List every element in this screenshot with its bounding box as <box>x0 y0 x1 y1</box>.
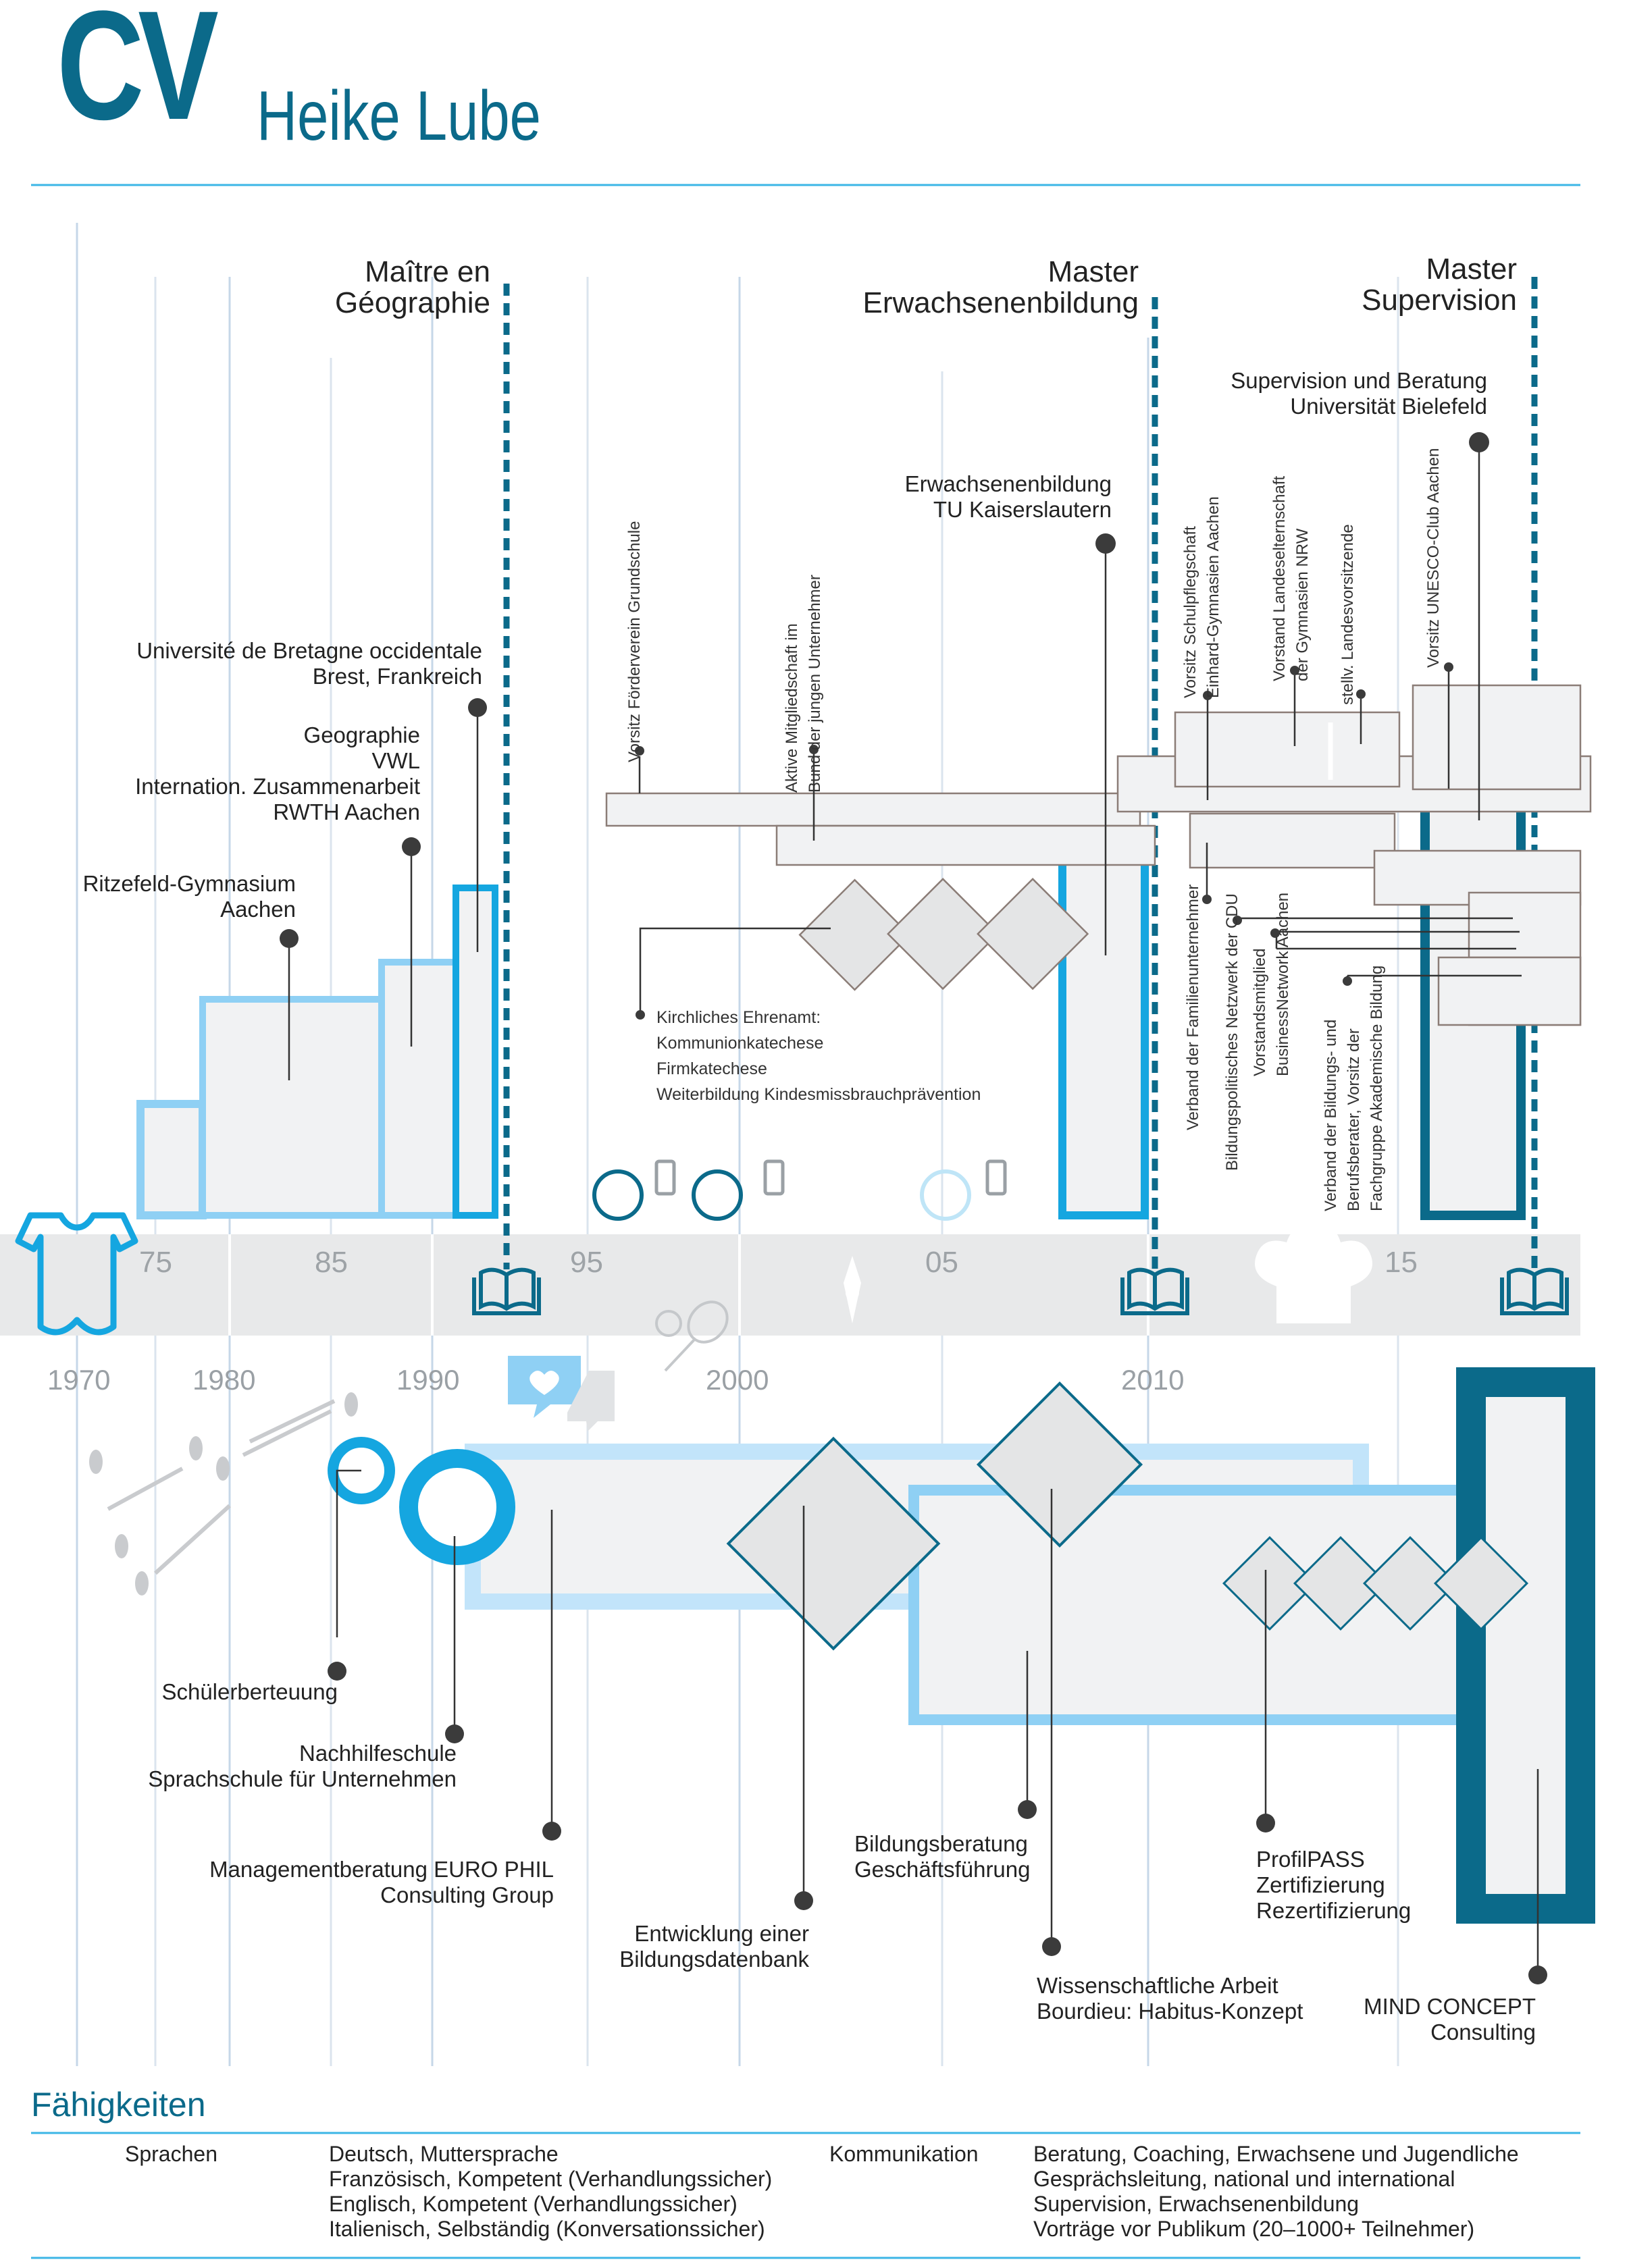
edu-gymnasium <box>199 996 385 1219</box>
vol-cdu: Bildungspolitisches Netzwerk der CDU <box>1223 893 1241 1171</box>
nachhilfe-circle <box>399 1449 515 1565</box>
datenbank-diamond <box>726 1436 941 1651</box>
footsteps-arrows <box>107 1399 336 1575</box>
volunteer-bars <box>605 684 1592 1026</box>
vol-schulpflegschaft-2: Einhard-Gymnasien Aachen <box>1204 496 1222 698</box>
ermine-icon <box>844 1256 861 1323</box>
vol-landesvorsitzende: stellv. Landesvorsitzende <box>1339 524 1357 705</box>
wiss-diamond <box>976 1381 1143 1548</box>
vol-schulpflegschaft-1: Vorsitz Schulpflegschaft <box>1181 526 1199 698</box>
vol-verband-3: Fachgruppe Akademische Bildung <box>1368 965 1386 1211</box>
skills-komm-list: Beratung, Coaching, Erwachsene und Jugen… <box>1033 2142 1519 2241</box>
leaders <box>288 442 1539 1975</box>
book-icon <box>472 1267 1569 1315</box>
person-name: Heike Lube <box>257 77 541 155</box>
skills-title: Fähigkeiten <box>31 2086 206 2124</box>
axis-year-1990: 1990 <box>396 1364 460 1396</box>
axis-year-2000: 2000 <box>706 1364 769 1396</box>
education-blocks <box>136 737 1526 1220</box>
onesie-icon <box>15 1212 138 1336</box>
vol-bju-1: Aktive Mitgliedschaft im <box>783 623 801 793</box>
cv-title: CV <box>57 0 219 152</box>
tennis-icon <box>655 1300 729 1372</box>
axis-year-2010: 2010 <box>1121 1364 1185 1396</box>
church-diamonds <box>798 878 1089 991</box>
label-schueler: Schülerberteuung <box>161 1679 338 1704</box>
work-mind <box>1456 1367 1595 1924</box>
edu-grundschule <box>136 1100 207 1219</box>
bottle-icon <box>654 1159 1007 1196</box>
vol-foerderverein: Vorsitz Förderverein Grundschule <box>625 521 644 763</box>
skills-sprachen-label: Sprachen <box>125 2142 217 2166</box>
axis-label-15: 15 <box>1385 1246 1418 1279</box>
leader-dots <box>280 432 1547 1984</box>
edu-tu <box>1058 843 1149 1219</box>
edu-bretagne <box>452 885 498 1219</box>
chef-hat-icon <box>1255 1223 1372 1323</box>
vol-landeselternschaft-1: Vorstand Landeselternschaft <box>1270 475 1289 681</box>
footsteps-icon <box>89 1392 358 1595</box>
skills-komm-label: Kommunikation <box>829 2142 979 2166</box>
vol-unesco: Vorsitz UNESCO-Club Aachen <box>1424 448 1443 668</box>
baby-icon <box>592 1169 971 1221</box>
vol-landeselternschaft-2: der Gymnasien NRW <box>1293 528 1312 681</box>
vol-bju-2: Bund der jungen Unternehmer <box>806 575 824 793</box>
axis-year-1980: 1980 <box>192 1364 256 1396</box>
vol-familienunternehmer: Verband der Familienunternehmer <box>1184 884 1202 1130</box>
vol-verband-2: Berufsberater, Vorsitz der <box>1345 1028 1363 1211</box>
vol-verband-1: Verband der Bildungs- und <box>1322 1019 1340 1211</box>
axis-label-95: 95 <box>570 1246 603 1279</box>
axis-label-75: 75 <box>139 1246 172 1279</box>
vol-business-1: Vorstandsmitglied <box>1251 948 1269 1076</box>
vol-business-2: BusinessNetwork Aachen <box>1274 892 1292 1076</box>
axis-year-1970: 1970 <box>47 1364 111 1396</box>
profilpass-diamonds <box>1222 1535 1529 1631</box>
edu-rwth <box>378 959 459 1219</box>
chat-icon <box>508 1356 615 1431</box>
axis-label-85: 85 <box>315 1246 348 1279</box>
axis-label-05: 05 <box>925 1246 958 1279</box>
